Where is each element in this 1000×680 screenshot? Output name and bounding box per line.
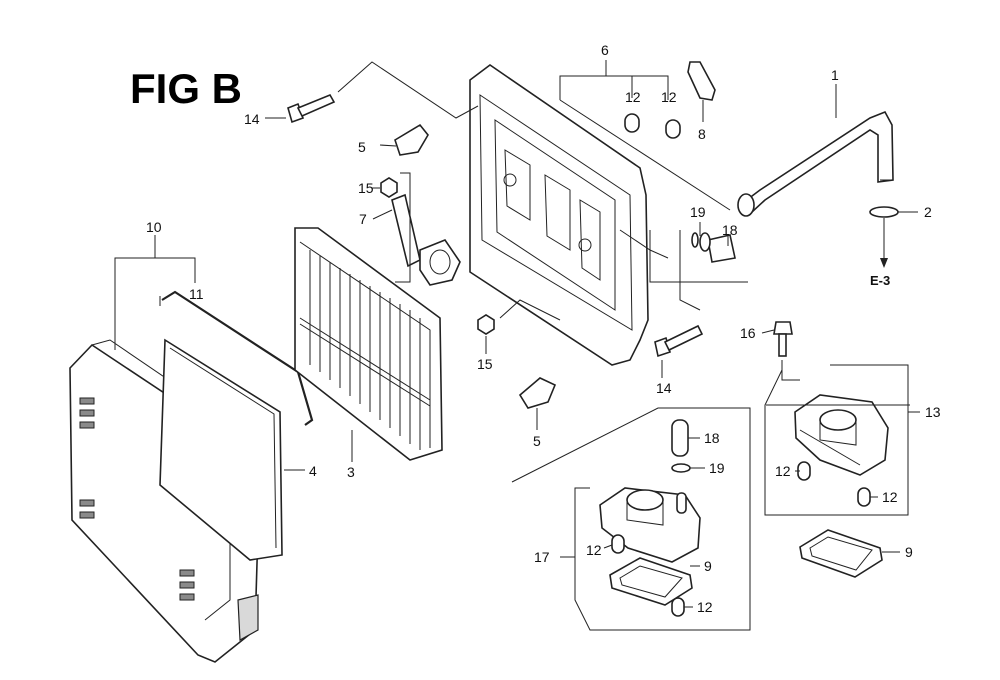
pre-filter-part	[159, 338, 283, 561]
gasket-9-center-part	[609, 557, 693, 606]
tube-clip-part	[869, 206, 918, 218]
breather-joint-lower-part	[671, 419, 691, 473]
flange-nut-bottom-part	[477, 314, 495, 335]
stay-bracket-part	[391, 193, 461, 286]
callout-13: 13	[925, 404, 941, 420]
callout-12: 12	[697, 599, 713, 615]
callout-18: 18	[722, 222, 738, 238]
callout-12: 12	[882, 489, 898, 505]
breather-seal-part	[687, 61, 716, 101]
dowel-pins-top-part	[624, 113, 681, 139]
callout-11: 11	[189, 286, 204, 302]
callout-8: 8	[698, 126, 706, 142]
callout-14: 14	[244, 111, 260, 127]
hose-clamp-bottom-part	[518, 377, 557, 409]
breather-tube-part	[737, 110, 894, 217]
callout-15: 15	[477, 356, 493, 372]
callout-labels: 1 2 3 4 5 5 6 7 8 9 9 10 11 12 12 12 12 …	[146, 42, 941, 615]
cover-assembly-17-part	[599, 487, 701, 617]
callout-12: 12	[586, 542, 602, 558]
bolt-16-part	[773, 321, 793, 357]
air-filter-element-part	[294, 227, 443, 461]
flange-bolt-bottom-part	[654, 324, 704, 358]
callout-1: 1	[831, 67, 839, 83]
cover-assembly-13-part	[766, 394, 910, 507]
callout-15: 15	[358, 180, 374, 196]
callout-9: 9	[704, 558, 712, 574]
callout-7: 7	[359, 211, 367, 227]
callout-18: 18	[704, 430, 720, 446]
callout-19: 19	[709, 460, 725, 476]
leader-lines	[114, 60, 920, 631]
callout-12: 12	[661, 89, 677, 105]
callout-5: 5	[358, 139, 366, 155]
flange-bolt-top-part	[287, 93, 336, 124]
callout-12: 12	[625, 89, 641, 105]
callout-17: 17	[534, 549, 550, 565]
callout-14: 14	[656, 380, 672, 396]
gasket-9-right-part	[799, 529, 883, 578]
reference-label: E-3	[870, 273, 890, 288]
callout-10: 10	[146, 219, 162, 235]
callout-9: 9	[905, 544, 913, 560]
callout-19: 19	[690, 204, 706, 220]
callout-6: 6	[601, 42, 609, 58]
callout-2: 2	[924, 204, 932, 220]
air-cleaner-case-part	[469, 64, 669, 366]
callout-4: 4	[309, 463, 317, 479]
callout-16: 16	[740, 325, 756, 341]
figure-title: FIG B	[130, 65, 242, 112]
callout-12: 12	[775, 463, 791, 479]
flange-nut-top-part	[380, 177, 398, 198]
callout-3: 3	[347, 464, 355, 480]
hose-clamp-top-part	[379, 123, 429, 156]
callout-5: 5	[533, 433, 541, 449]
